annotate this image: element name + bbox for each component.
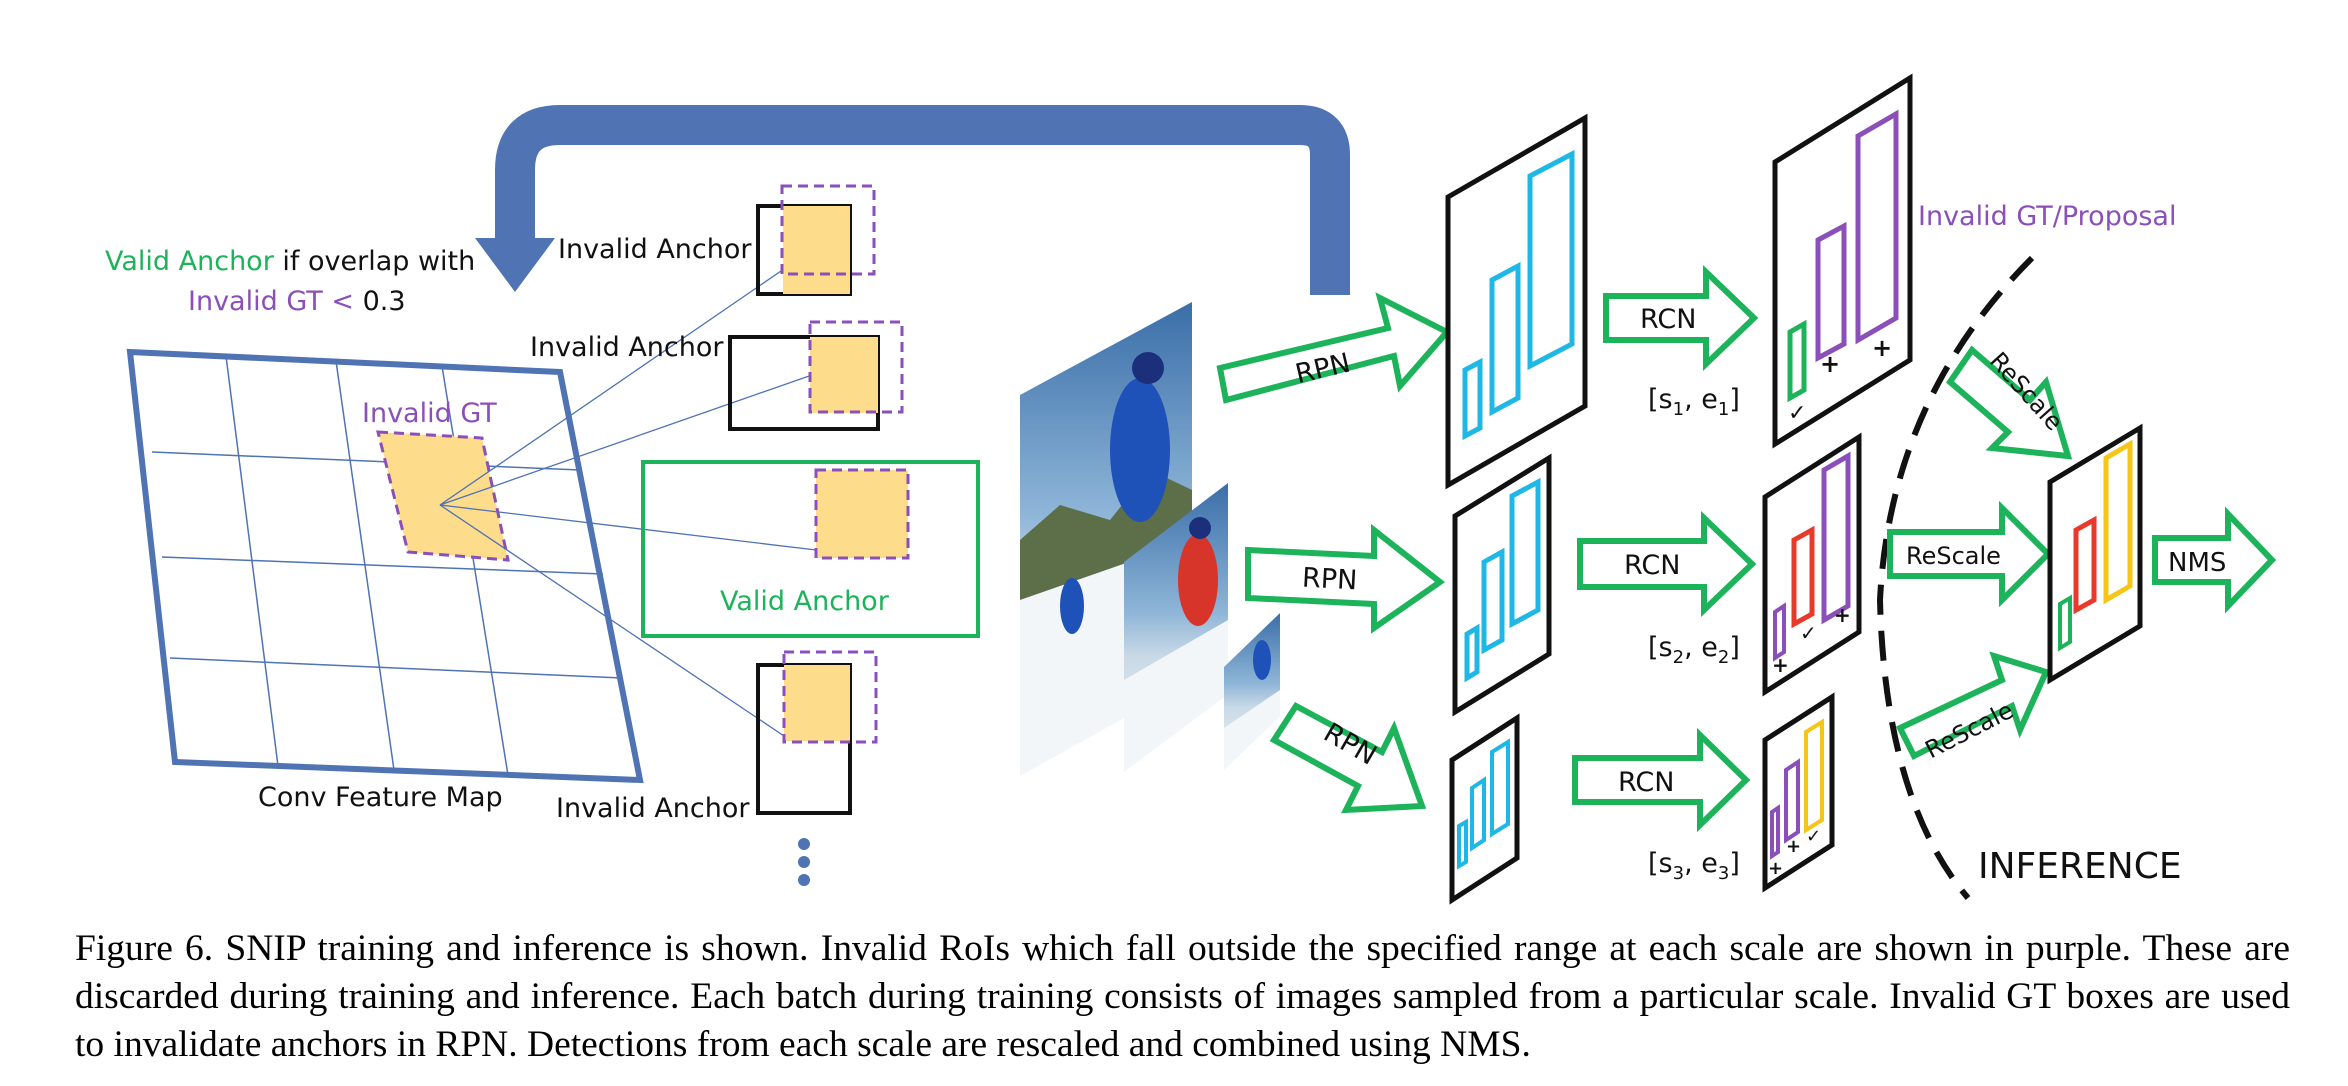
rcn-arrow-1: RCN	[1603, 264, 1759, 372]
invalid-anchor-label-4: Invalid Anchor	[556, 793, 750, 824]
invalid-gt-box	[376, 430, 510, 562]
proposal-dashed-2	[808, 320, 904, 414]
rescale-arrow-2: ReScale	[1887, 500, 2053, 608]
inference-boundary	[1876, 255, 2035, 900]
cross-mark: +	[1834, 603, 1851, 627]
rpn-arrow-2: RPN	[1245, 523, 1446, 634]
combined-detection-panel	[2047, 423, 2143, 685]
inference-label: INFERENCE	[1978, 846, 2182, 887]
invalid-anchor-label-1: Invalid Anchor	[558, 234, 752, 265]
proposal-panel-3	[1449, 713, 1520, 905]
rescale-arrow-3: ReScale	[1895, 651, 2051, 764]
svg-text:[s2, e2]: [s2, e2]	[1648, 632, 1740, 668]
rcn-label-2: RCN	[1624, 550, 1680, 581]
rcn-label-3: RCN	[1618, 767, 1674, 798]
cross-mark: +	[1786, 836, 1801, 857]
valid-anchor-box	[641, 460, 980, 638]
detection-panel-1: ✓ + +	[1772, 73, 1913, 449]
skier-image-small	[1224, 613, 1280, 770]
nms-label: NMS	[2168, 548, 2226, 578]
cross-mark: +	[1768, 858, 1783, 879]
feedback-arrow-head	[475, 238, 555, 292]
invalid-gt-label: Invalid GT	[362, 398, 497, 429]
detection-panel-2: + ✓ +	[1762, 432, 1862, 697]
range-label-3: [s3, e3]	[1648, 848, 1740, 884]
rcn-arrow-3: RCN	[1572, 727, 1751, 833]
gt-fill-2	[810, 337, 878, 413]
svg-text:[s1, e1]: [s1, e1]	[1648, 384, 1740, 420]
rpn-arrow-3: RPN	[1269, 702, 1427, 814]
svg-text:[s3, e3]: [s3, e3]	[1648, 848, 1740, 884]
proposal-panel-2	[1452, 453, 1552, 717]
invalid-anchor-label-2: Invalid Anchor	[530, 332, 724, 363]
cross-mark: +	[1820, 350, 1840, 378]
rcn-label-1: RCN	[1640, 304, 1696, 335]
gt-fill-valid	[814, 468, 910, 560]
figure-caption: Figure 6. SNIP training and inference is…	[75, 928, 2290, 1065]
rescale-label-2: ReScale	[1906, 542, 2001, 570]
conv-feature-map-label: Conv Feature Map	[258, 782, 503, 813]
valid-anchor-rule-line1: Valid Anchor if overlap with	[105, 246, 475, 277]
range-label-1: [s1, e1]	[1648, 384, 1740, 420]
anchor-connectors	[439, 257, 817, 741]
more-anchors-dots	[798, 838, 810, 886]
rpn-arrow-1: RPN	[1216, 292, 1452, 404]
check-mark: ✓	[1788, 401, 1806, 426]
detection-panel-3: + + ✓	[1762, 692, 1835, 893]
rpn-label-2: RPN	[1301, 563, 1358, 597]
invalid-gt-proposal-label: Invalid GT/Proposal	[1918, 201, 2176, 232]
check-mark: ✓	[1800, 621, 1817, 645]
feedback-arrow	[495, 105, 1350, 295]
rescale-arrow-1: ReScale	[1946, 345, 2073, 460]
gt-fill-4	[784, 665, 850, 741]
range-label-2: [s2, e2]	[1648, 632, 1740, 668]
proposal-dashed-1	[780, 184, 876, 276]
valid-anchor-rule-line2: Invalid GT < 0.3	[188, 286, 406, 317]
proposal-panel-1	[1445, 113, 1588, 490]
cross-mark: +	[1772, 653, 1789, 677]
gt-fill-1	[783, 206, 850, 294]
check-mark: ✓	[1806, 826, 1821, 847]
nms-arrow: NMS	[2152, 506, 2277, 614]
valid-anchor-label: Valid Anchor	[720, 586, 890, 617]
image-pyramid	[1020, 302, 1280, 776]
proposal-dashed-4	[782, 650, 878, 744]
conv-feature-map	[126, 348, 644, 784]
cross-mark: +	[1872, 334, 1892, 362]
skier-image-medium	[1124, 483, 1228, 772]
rcn-arrow-2: RCN	[1577, 510, 1757, 618]
